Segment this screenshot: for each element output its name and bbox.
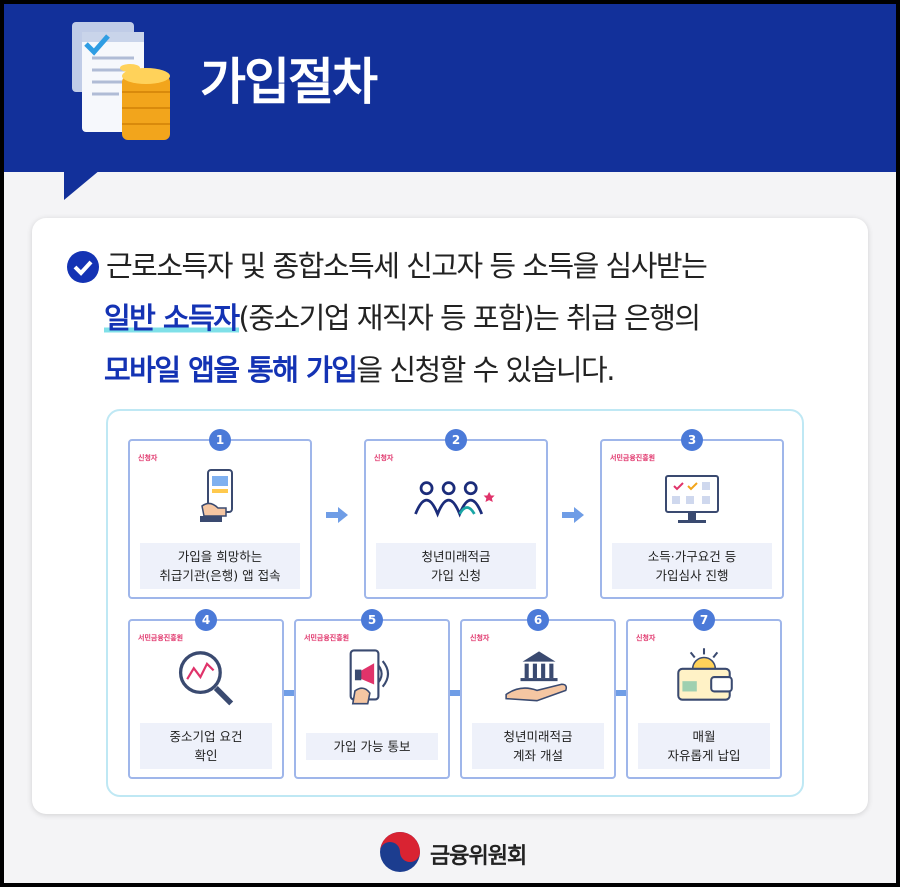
step-number: 4: [195, 609, 217, 631]
page-title: 가입절차: [200, 53, 378, 111]
intro-line-1: 근로소득자 및 종합소득세 신고자 등 소득을 심사받는: [106, 249, 708, 283]
step-number: 3: [681, 429, 703, 451]
monitor-check-icon: [665, 475, 719, 523]
step-label: 가입 가능 통보: [306, 733, 438, 760]
step-tag: 서민금융진흥원: [304, 634, 350, 642]
government-taegeuk-logo: [380, 832, 420, 872]
step-number: 1: [209, 429, 231, 451]
step-6: 6 신청자 청년미래적금 계좌 개설: [460, 609, 616, 779]
phone-hand-icon: [200, 469, 233, 522]
step-number: 6: [527, 609, 549, 631]
check-circle-icon: [67, 251, 99, 283]
step-label: 매월 자유롭게 납입: [638, 723, 770, 769]
step-2: 2 신청자 청년미래적금 가입 신청: [364, 429, 548, 599]
intro-line-3: 모바일 앱을 통해 가입을 신청할 수 있습니다.: [104, 344, 615, 396]
footer-org-name: 금융위원회: [430, 844, 527, 869]
step-label: 소득·가구요건 등 가입심사 진행: [612, 543, 772, 589]
intro-line-2-rest: (중소기업 재직자 등 포함)는 취급 은행의: [238, 301, 702, 335]
step-3: 3 서민금융진흥원 소득·가구요건 등 가입심사 진행: [600, 429, 784, 599]
step-label: 청년미래적금 계좌 개설: [472, 723, 604, 769]
wallet-icon: [677, 648, 733, 701]
page: 가입절차 근로소득자 및 종합소득세 신고자 등 소득을 심사받는 일반 소득자…: [4, 4, 896, 883]
magnifier-chart-icon: [178, 651, 234, 706]
step-number: 7: [693, 609, 715, 631]
highlight-general-earner: 일반 소득자: [104, 301, 240, 335]
process-flow: 1 신청자 가입을 희망하는 취급기관(은행) 앱 접속 2 신청자: [106, 409, 804, 797]
step-4: 4 서민금융진흥원 중소기업 요건 확인: [128, 609, 284, 779]
document-coins-icon: [72, 22, 170, 140]
intro-line-2: 일반 소득자(중소기업 재직자 등 포함)는 취급 은행의: [104, 292, 702, 344]
step-tag: 신청자: [636, 634, 656, 642]
step-label: 중소기업 요건 확인: [140, 723, 272, 769]
intro-line-3-rest: 을 신청할 수 있습니다.: [356, 353, 615, 387]
highlight-mobile-app: 모바일 앱을 통해 가입: [104, 353, 358, 387]
step-tag: 서민금융진흥원: [138, 634, 184, 642]
arrow-right-icon: [562, 507, 584, 523]
step-7: 7 신청자 매월 자유롭게 납입: [626, 609, 782, 779]
step-tag: 서민금융진흥원: [610, 454, 656, 462]
arrow-right-icon: [326, 507, 348, 523]
step-1: 1 신청자 가입을 희망하는 취급기관(은행) 앱 접속: [128, 429, 312, 599]
step-tag: 신청자: [470, 634, 490, 642]
step-number: 5: [361, 609, 383, 631]
step-number: 2: [445, 429, 467, 451]
bank-hand-icon: [505, 651, 568, 702]
step-label: 가입을 희망하는 취급기관(은행) 앱 접속: [140, 543, 300, 589]
step-5: 5 서민금융진흥원 가입 가능 통보: [294, 609, 450, 779]
step-tag: 신청자: [138, 454, 158, 462]
header-notch: [64, 170, 100, 200]
header-banner: 가입절차: [4, 4, 896, 172]
step-label: 청년미래적금 가입 신청: [376, 543, 536, 589]
step-tag: 신청자: [374, 454, 394, 462]
people-logo-icon: [414, 481, 495, 518]
megaphone-phone-icon: [349, 649, 390, 705]
